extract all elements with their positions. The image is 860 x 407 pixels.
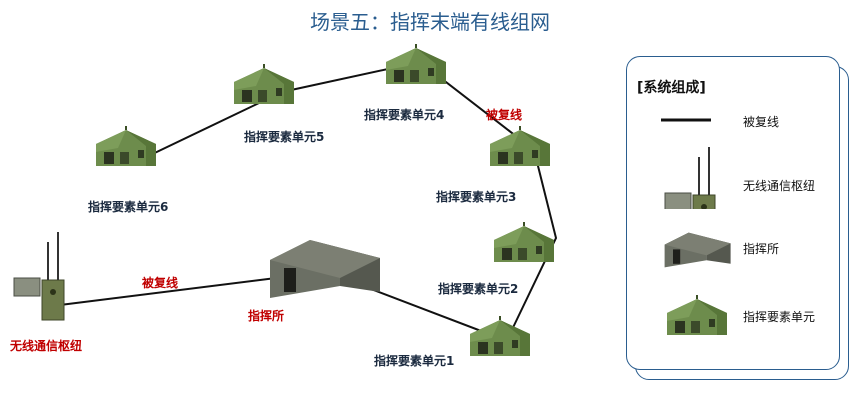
tent-legend-icon [666,294,728,336]
cable-label-right: 被复线 [486,108,523,122]
tent-unit6-icon [95,125,157,167]
unit4-label: 指挥要素单元4 [364,108,445,122]
tent-unit3-icon [489,125,551,167]
legend-item-radio: 无线通信枢纽 [743,179,816,193]
cable-radio-to-command [59,277,277,306]
legend-item-tent: 指挥要素单元 [743,310,816,324]
radio-hub-legend-icon [664,146,716,209]
radio-hub-icon [13,231,65,321]
tent-unit2-icon [493,221,555,263]
tent-unit4-icon [385,43,447,85]
legend-panel: [系统组成] 被复线 无线通信枢纽 指挥所 指挥要素单元 [626,56,840,370]
tent-unit1-icon [469,315,531,357]
unit5-label: 指挥要素单元5 [244,130,325,144]
legend-title: [系统组成] [637,80,706,96]
unit3-label: 指挥要素单元3 [436,190,517,204]
unit2-label: 指挥要素单元2 [438,282,519,296]
unit1-label: 指挥要素单元1 [374,354,455,368]
page-title: 场景五：指挥末端有线组网 [310,10,550,34]
command-post-label: 指挥所 [248,309,285,323]
command-post-legend-icon [664,232,731,268]
radio-hub-label: 无线通信枢纽 [10,339,83,353]
legend-item-command: 指挥所 [743,242,780,256]
cable-label-left: 被复线 [142,276,179,290]
tent-unit5-icon [233,63,295,105]
legend-item-cable: 被复线 [743,115,780,129]
command-post-icon [270,240,380,298]
unit6-label: 指挥要素单元6 [88,200,169,214]
cable-line-icon [661,118,711,122]
